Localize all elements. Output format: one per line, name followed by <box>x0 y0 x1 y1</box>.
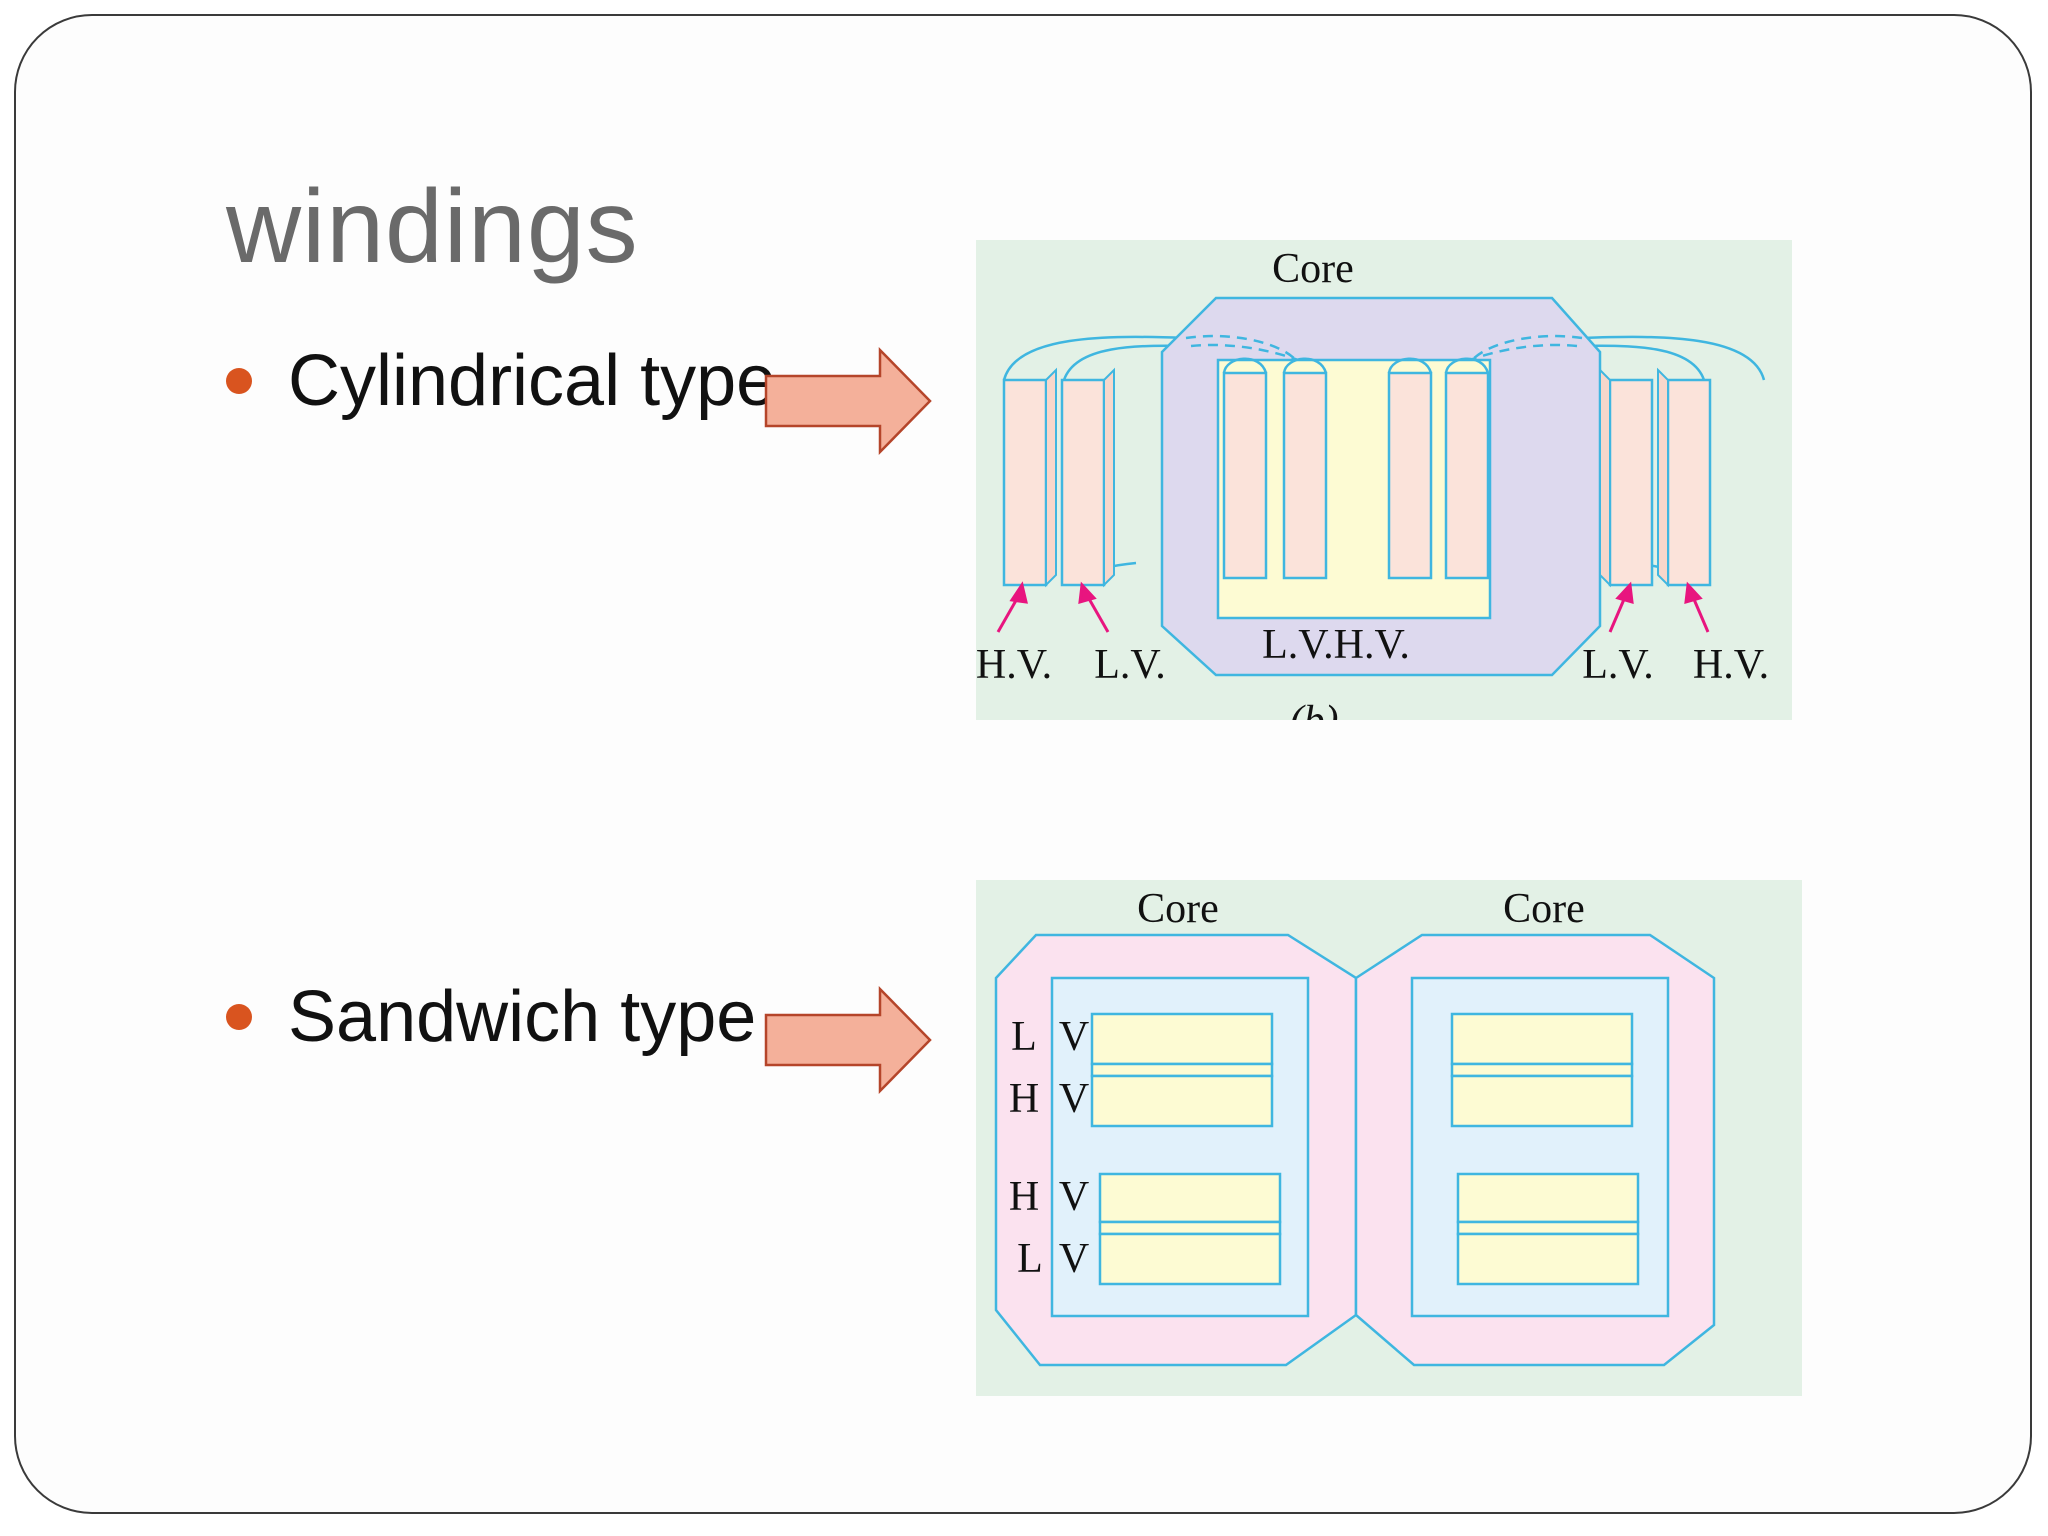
winding-hv <box>1282 371 1328 580</box>
bullet-label: Cylindrical type <box>288 341 777 421</box>
winding-hv <box>1666 378 1712 587</box>
coil-hv <box>1098 1172 1282 1224</box>
label-hv: H.V. <box>1693 642 1769 688</box>
coil-lv <box>1090 1012 1274 1066</box>
bullet-cylindrical: Cylindrical type <box>226 340 776 422</box>
winding-lv <box>1222 371 1268 580</box>
coil-hv <box>1456 1172 1640 1224</box>
cylindrical-winding-diagram: Core H.V. L.V. L.V.H.V. L.V. H.V. (b) <box>976 240 1792 720</box>
coil-hv <box>1450 1074 1634 1128</box>
core-label: Core <box>1272 246 1354 292</box>
sandwich-winding-diagram: Core Core L H H L V V V V <box>976 880 1802 1396</box>
letter-v: V <box>1059 1174 1089 1220</box>
letter-v: V <box>1059 1076 1089 1122</box>
label-hv: H.V. <box>976 642 1052 688</box>
core-label: Core <box>1137 886 1219 932</box>
right-arrow-icon <box>764 346 932 456</box>
coil-gap <box>1456 1220 1640 1236</box>
letter-v: V <box>1059 1236 1089 1282</box>
coil-gap <box>1098 1220 1282 1236</box>
letter-h: H <box>1009 1076 1039 1122</box>
core-label: Core <box>1503 886 1585 932</box>
letter-v: V <box>1059 1014 1089 1060</box>
bullet-label: Sandwich type <box>288 977 757 1057</box>
coil-gap <box>1450 1062 1634 1078</box>
winding-lv <box>1387 371 1433 580</box>
coil-lv <box>1456 1232 1640 1286</box>
bullet-dot <box>226 368 252 394</box>
bullet-dot <box>226 1004 252 1030</box>
coil-lv <box>1098 1232 1282 1286</box>
letter-h: H <box>1009 1174 1039 1220</box>
coil-lv <box>1450 1012 1634 1066</box>
winding-hv <box>1444 371 1490 580</box>
coil-hv <box>1090 1074 1274 1128</box>
figure-caption: (b) <box>1290 698 1339 720</box>
letter-l: L <box>1017 1236 1043 1282</box>
winding-lv <box>1060 378 1106 587</box>
right-arrow-icon <box>764 985 932 1095</box>
winding-hv <box>1002 378 1048 587</box>
label-lv: L.V. <box>1582 642 1654 688</box>
slide-title: windings <box>226 169 639 285</box>
label-lv: L.V. <box>1094 642 1166 688</box>
coil-gap <box>1090 1062 1274 1078</box>
label-lv-hv: L.V.H.V. <box>1262 622 1410 668</box>
letter-l: L <box>1011 1014 1037 1060</box>
winding-lv <box>1608 378 1654 587</box>
bullet-sandwich: Sandwich type <box>226 976 756 1058</box>
